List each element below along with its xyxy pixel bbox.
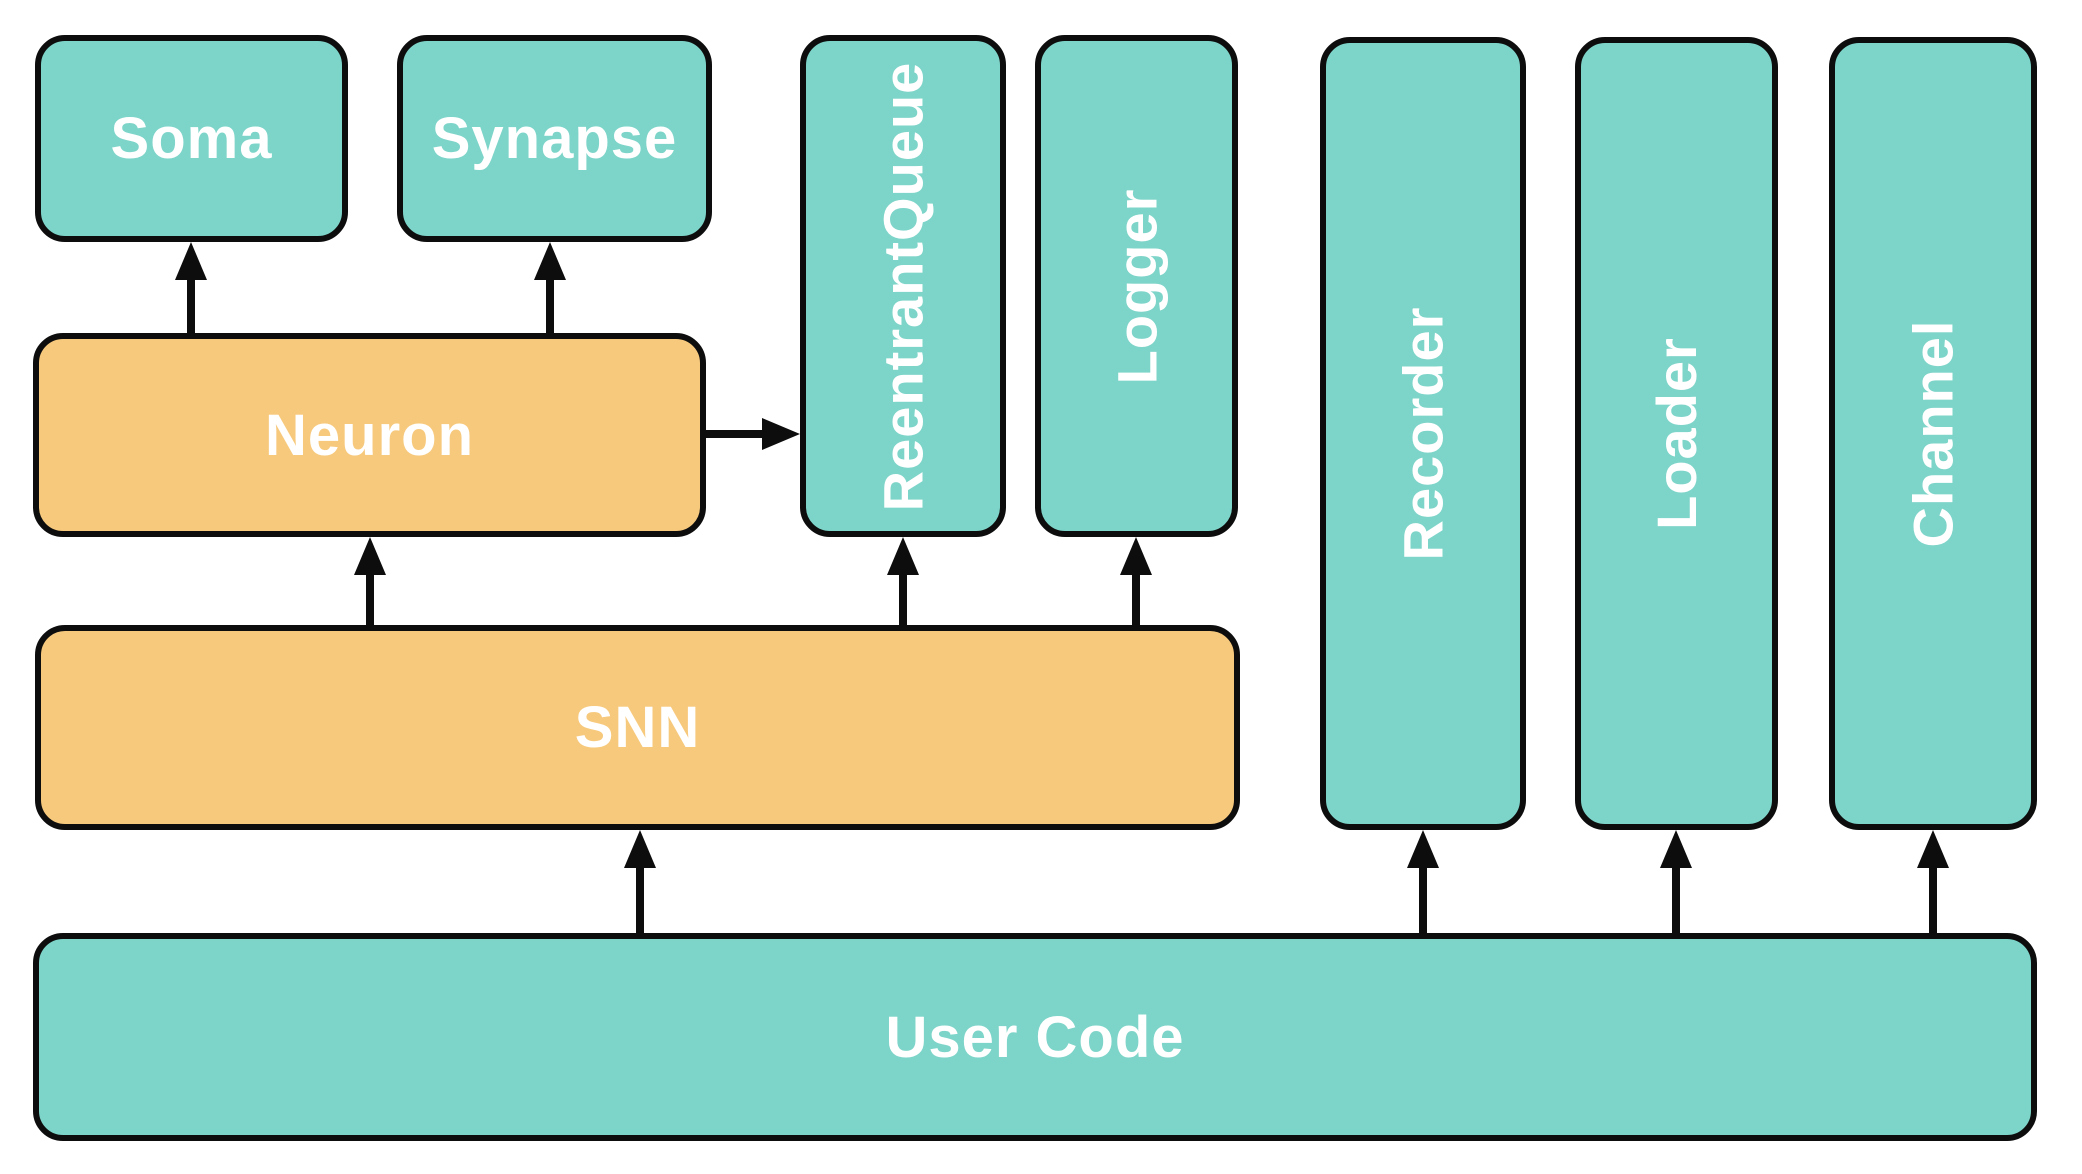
node-reentrantqueue-label: ReentrantQueue xyxy=(871,61,935,511)
node-synapse-label: Synapse xyxy=(431,106,678,171)
node-user-code-label: User Code xyxy=(885,1004,1185,1070)
arrow-snn-to-logger xyxy=(1120,537,1152,625)
node-channel: Channel xyxy=(1829,37,2037,830)
arrow-shaft xyxy=(187,272,195,333)
node-loader: Loader xyxy=(1575,37,1778,830)
arrow-shaft xyxy=(1929,860,1937,933)
node-loader-label: Loader xyxy=(1645,337,1709,530)
arrow-usercode-to-channel xyxy=(1917,830,1949,933)
node-logger: Logger xyxy=(1035,35,1238,537)
arrow-shaft xyxy=(546,272,554,333)
node-neuron: Neuron xyxy=(33,333,706,537)
node-user-code: User Code xyxy=(33,933,2037,1141)
arrow-usercode-to-loader xyxy=(1660,830,1692,933)
node-soma-label: Soma xyxy=(110,106,273,171)
arrow-usercode-to-recorder xyxy=(1407,830,1439,933)
node-synapse: Synapse xyxy=(397,35,712,242)
arrow-shaft xyxy=(1419,860,1427,933)
node-recorder: Recorder xyxy=(1320,37,1526,830)
arrow-snn-to-reentrantqueue xyxy=(887,537,919,625)
arrow-shaft xyxy=(366,567,374,625)
node-channel-label: Channel xyxy=(1901,319,1965,548)
arrow-shaft xyxy=(899,567,907,625)
node-snn: SNN xyxy=(35,625,1240,830)
node-snn-label: SNN xyxy=(574,695,701,760)
arrow-neuron-to-soma xyxy=(175,242,207,333)
arrow-usercode-to-snn xyxy=(624,830,656,933)
arrow-snn-to-neuron xyxy=(354,537,386,625)
arrow-neuron-to-synapse xyxy=(534,242,566,333)
arrow-shaft xyxy=(706,430,770,438)
node-recorder-label: Recorder xyxy=(1391,306,1455,561)
node-neuron-label: Neuron xyxy=(265,402,474,468)
arrow-shaft xyxy=(1132,567,1140,625)
node-reentrantqueue: ReentrantQueue xyxy=(800,35,1006,537)
arrow-shaft xyxy=(1672,860,1680,933)
node-logger-label: Logger xyxy=(1105,188,1169,384)
node-soma: Soma xyxy=(35,35,348,242)
arrow-shaft xyxy=(636,860,644,933)
arrow-neuron-to-reentrantqueue xyxy=(706,418,800,450)
